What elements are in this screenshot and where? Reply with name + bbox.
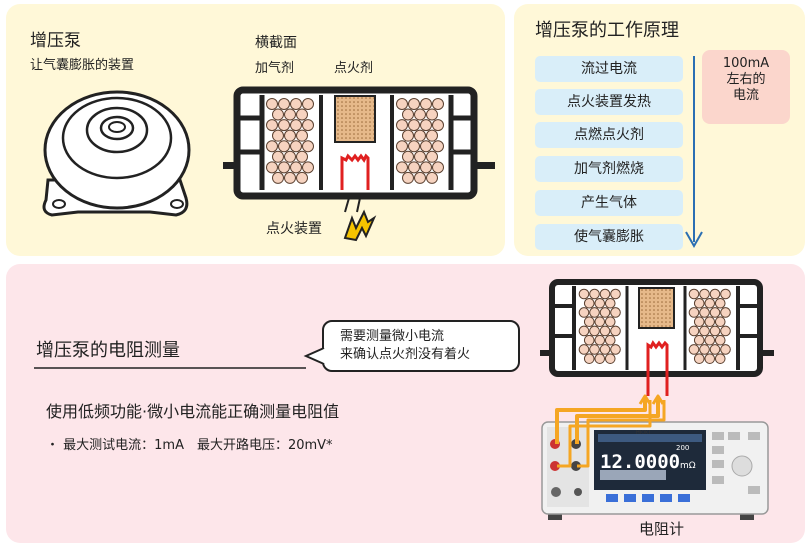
- note-line-2: 左右的: [726, 72, 766, 87]
- pump-subtitle: 让气囊膨胀的装置: [30, 58, 135, 73]
- cross-section-label: 横截面: [255, 35, 297, 51]
- note-line-1: 100mA: [722, 56, 770, 71]
- note-line-3: 电流: [732, 88, 759, 103]
- speech-bubble: 需要测量微小电流 来确认点火剂没有着火: [322, 320, 520, 372]
- main-description: 使用低频功能·微小电流能正确测量电阻值: [46, 402, 340, 421]
- step-6: 使气囊膨胀: [535, 224, 683, 250]
- igniter-device-label: 点火装置: [266, 221, 322, 237]
- step-5: 产生气体: [535, 190, 683, 216]
- pump-title: 增压泵: [30, 31, 81, 51]
- bubble-line-2: 来确认点火剂没有着火: [340, 347, 471, 362]
- step-1: 流过电流: [535, 56, 683, 82]
- bubble-line-1: 需要测量微小电流: [340, 329, 445, 344]
- meter-label: 电阻计: [639, 520, 685, 538]
- step-2: 点火装置发热: [535, 89, 683, 115]
- step-4: 加气剂燃烧: [535, 156, 683, 182]
- principle-title: 增压泵的工作原理: [535, 20, 679, 41]
- spec-bullet: ・ 最大测试电流：1mA 最大开路电压：20mV*: [46, 438, 333, 453]
- step-3: 点燃点火剂: [535, 122, 683, 148]
- current-note: 100mA 左右的 电流: [702, 50, 790, 124]
- igniter-agent-label: 点火剂: [334, 61, 374, 76]
- gas-agent-label: 加气剂: [255, 61, 295, 76]
- measurement-title: 增压泵的电阻测量: [36, 340, 180, 361]
